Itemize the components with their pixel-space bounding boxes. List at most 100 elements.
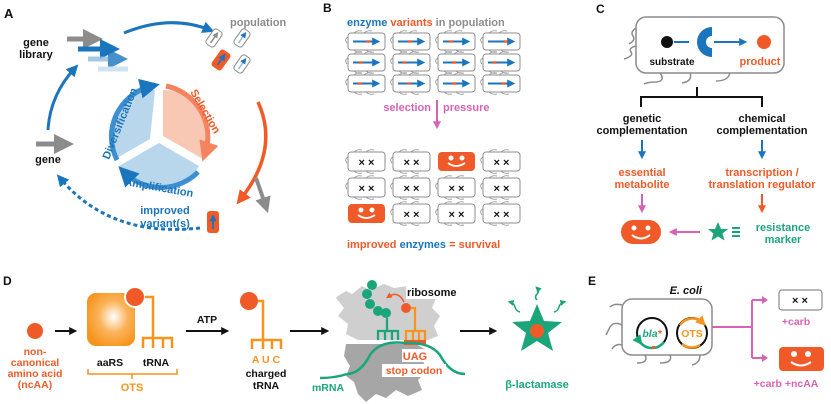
panel-a: A gene library gene population: [4, 6, 286, 233]
mutation-mark: [503, 40, 508, 43]
evolution-wheel: Diversification Selection Amplification: [101, 78, 222, 200]
variant-cell: [480, 30, 521, 53]
recycle-dashed-arrow: [56, 174, 201, 231]
dead-cell: × ×: [390, 175, 431, 200]
dead-eyes-icon: × ×: [494, 209, 510, 221]
dead-cell: × ×: [390, 149, 431, 174]
dead-eyes-icon: × ×: [449, 209, 465, 221]
charged-line2: tRNA: [253, 380, 280, 392]
variant-cell: [480, 72, 521, 95]
ribosome-label-bg: [406, 286, 448, 299]
essential-line1: essential: [618, 167, 665, 179]
regulator-line2: translation regulator: [709, 179, 817, 191]
dead-cell: × ×: [778, 289, 823, 311]
dead-cell: × ×: [480, 175, 521, 200]
selection-arrow: [236, 101, 268, 205]
mutation-mark: [358, 61, 363, 64]
ncaa-line4: (ncAA): [18, 379, 52, 391]
dead-eyes-icon: × ×: [359, 157, 375, 169]
gene-library-arrows: [67, 29, 128, 72]
charged-line1: charged: [246, 368, 287, 380]
title-in-population: in population: [433, 17, 505, 29]
mutation-mark: [501, 82, 506, 85]
beta-lactamase-label: β-lactamase: [505, 379, 569, 391]
mutation-mark: [452, 61, 456, 64]
trna-label: tRNA: [143, 357, 170, 369]
carb-label: +carb: [782, 316, 810, 328]
variant-cell: [390, 72, 431, 95]
enzyme-shape: [697, 27, 712, 57]
dead-cell: × ×: [345, 149, 386, 174]
dead-cell: × ×: [435, 201, 476, 226]
ncaa-dot: [27, 323, 43, 339]
dead-eyes-icon: × ×: [494, 183, 510, 195]
surviving-cell: [438, 152, 475, 171]
panel-d: D non- canonical amino acid (ncAA) aaRS …: [3, 274, 569, 402]
panel-b-label: B: [323, 1, 332, 15]
aars-enzyme: [87, 293, 135, 346]
variant-cell: [390, 51, 431, 74]
variant-cell: [345, 30, 386, 53]
essential-line2: metabolite: [614, 179, 669, 191]
resistance-star-icon: [708, 222, 728, 241]
bla-label: bla*: [642, 328, 662, 340]
branch-connector: [640, 87, 763, 107]
panel-c: C substrate product genetic complementat…: [596, 2, 816, 246]
diversification-arrow: [109, 78, 160, 162]
footer-enzymes: enzymes: [397, 239, 447, 251]
variant-cell: [435, 51, 476, 74]
dead-cell: × ×: [390, 201, 431, 226]
ncaa-line1: non-: [24, 346, 47, 358]
outcome-branch: [712, 299, 765, 359]
title-enzyme: enzyme: [347, 17, 387, 29]
charged-trna-shape: [250, 299, 283, 349]
variant-cell: [345, 51, 386, 74]
ecoli-cell: bla* OTS: [605, 298, 713, 366]
cell-light-2: [233, 54, 251, 74]
gene-library-line1: gene: [23, 37, 49, 49]
mutation-mark: [357, 82, 362, 85]
trna-shape: [141, 295, 174, 348]
ncaa-line3: amino acid: [8, 368, 63, 380]
dead-eyes-icon: × ×: [792, 295, 808, 307]
population-label: population: [230, 17, 286, 29]
mutation-mark: [452, 82, 456, 85]
mutation-mark: [407, 82, 411, 85]
uag-label: UAG: [403, 351, 427, 363]
pressure-word: pressure: [443, 102, 489, 114]
panel-a-label: A: [4, 6, 14, 21]
dead-cell: × ×: [480, 149, 521, 174]
enzyme-cell: substrate product: [623, 16, 785, 85]
dead-cell: × ×: [345, 175, 386, 200]
equals-icon: [732, 227, 740, 237]
improved-cell: [207, 211, 219, 233]
regulator-line1: transcription /: [725, 167, 798, 179]
product-dot: [757, 35, 771, 49]
gene-library-line2: library: [19, 49, 54, 61]
dead-eyes-icon: × ×: [449, 183, 465, 195]
atp-label: ATP: [197, 314, 217, 326]
ncaa-trna: [404, 306, 427, 340]
mutation-mark: [366, 40, 371, 43]
dead-eyes-icon: × ×: [494, 157, 510, 169]
genetic-line1: genetic: [623, 113, 662, 125]
selection-word: selection: [383, 102, 431, 114]
dead-eyes-icon: × ×: [359, 183, 375, 195]
anticodon-label: A U C: [252, 354, 281, 366]
mutation-mark: [492, 61, 497, 64]
peptidyl-trna: [376, 318, 400, 340]
footer-survival: = survival: [446, 239, 500, 251]
ecoli-label: E. coli: [670, 285, 703, 297]
ribosome-label: ribosome: [407, 287, 457, 299]
variant-cell: [345, 72, 386, 95]
cell-gray: [205, 28, 223, 48]
cell-improved: [211, 49, 231, 71]
population-cells: [205, 28, 251, 74]
dead-cell: × ×: [435, 175, 476, 200]
panel-b-footer: improved enzymes = survival: [347, 239, 500, 251]
ncaa-line2: canonical: [11, 357, 60, 369]
panel-b-title: enzyme variants in population: [347, 17, 505, 29]
surviving-cell: [348, 204, 385, 223]
bla-mutation-star: *: [658, 328, 663, 340]
